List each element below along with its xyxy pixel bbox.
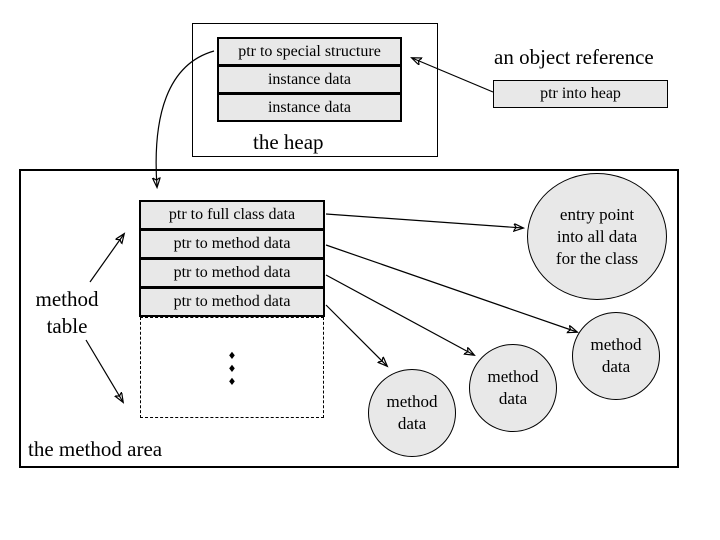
method-data-circle-2-line-1: method: [487, 367, 539, 386]
entry-point-circle: entry point into all data for the class: [527, 173, 667, 300]
method-table-row-method-data-1: ptr to method data: [141, 228, 323, 257]
object-reference-label: an object reference: [494, 45, 654, 69]
method-data-circle-1-line-1: method: [386, 392, 438, 411]
method-table-continuation-box: [140, 317, 324, 418]
entry-point-line-2: into all data: [556, 226, 638, 246]
ellipsis-dot: ♦: [227, 377, 237, 388]
method-data-circle-1: method data: [368, 369, 456, 457]
method-table-label: method table: [35, 287, 99, 338]
method-table-row-method-data-2: ptr to method data: [141, 257, 323, 286]
entry-point-line-1: entry point: [559, 204, 635, 224]
method-data-circle-2: method data: [469, 344, 557, 432]
method-data-circle-3: method data: [572, 312, 660, 400]
entry-point-line-3: for the class: [555, 248, 639, 268]
heap-cell-instance-data-2: instance data: [219, 92, 400, 120]
method-area-label: the method area: [28, 437, 163, 461]
method-data-circle-2-line-2: data: [498, 389, 528, 408]
method-data-circle-3-line-2: data: [601, 357, 631, 376]
method-table-cells: ptr to full class data ptr to method dat…: [139, 200, 325, 317]
method-table-row-full-class-data: ptr to full class data: [141, 202, 323, 228]
heap-label: the heap: [253, 130, 324, 154]
ellipsis-dot: ♦: [227, 364, 237, 375]
method-table-row-method-data-3: ptr to method data: [141, 286, 323, 315]
heap-object-cells: ptr to special structure instance data i…: [217, 37, 402, 122]
heap-cell-instance-data-1: instance data: [219, 64, 400, 92]
vertical-ellipsis-icon: ♦ ♦ ♦: [224, 350, 240, 389]
ptr-into-heap-box: ptr into heap: [493, 80, 668, 108]
heap-cell-ptr-special: ptr to special structure: [219, 39, 400, 64]
method-data-circle-1-line-2: data: [397, 414, 427, 433]
method-data-circle-3-line-1: method: [590, 335, 642, 354]
ellipsis-dot: ♦: [227, 351, 237, 362]
